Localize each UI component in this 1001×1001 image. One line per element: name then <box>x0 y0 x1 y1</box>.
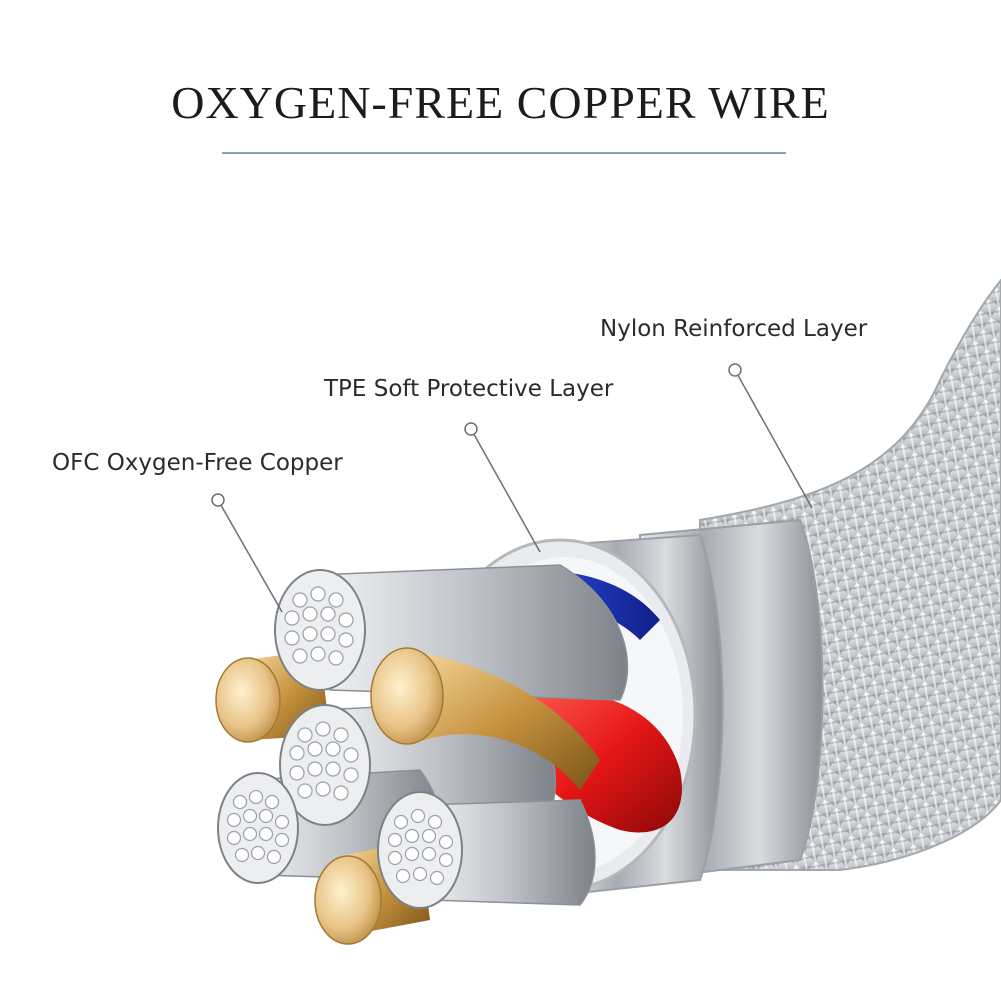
strand-face-mid <box>279 704 371 826</box>
label-tpe-soft-protective-layer: TPE Soft Protective Layer <box>324 376 614 402</box>
gold-tip-center <box>370 647 444 745</box>
gold-tip-left <box>215 657 281 743</box>
strand-face-left <box>217 772 299 884</box>
label-nylon-reinforced-layer: Nylon Reinforced Layer <box>600 316 868 342</box>
strand-face-bottom <box>377 791 463 909</box>
callout-dot-nylon <box>728 363 742 377</box>
title-divider <box>222 152 786 154</box>
page-title: OXYGEN-FREE COPPER WIRE <box>171 77 830 128</box>
gold-tip-bottom <box>314 855 382 945</box>
callout-leaders <box>211 363 813 613</box>
gold-conductor-body-center <box>405 650 600 790</box>
callout-dot-ofc <box>211 493 225 507</box>
label-ofc-oxygen-free-copper: OFC Oxygen-Free Copper <box>52 450 343 476</box>
copper-strand-bundle-bottom <box>419 799 596 906</box>
strand-face-top <box>274 569 366 691</box>
callout-dot-tpe <box>464 422 478 436</box>
